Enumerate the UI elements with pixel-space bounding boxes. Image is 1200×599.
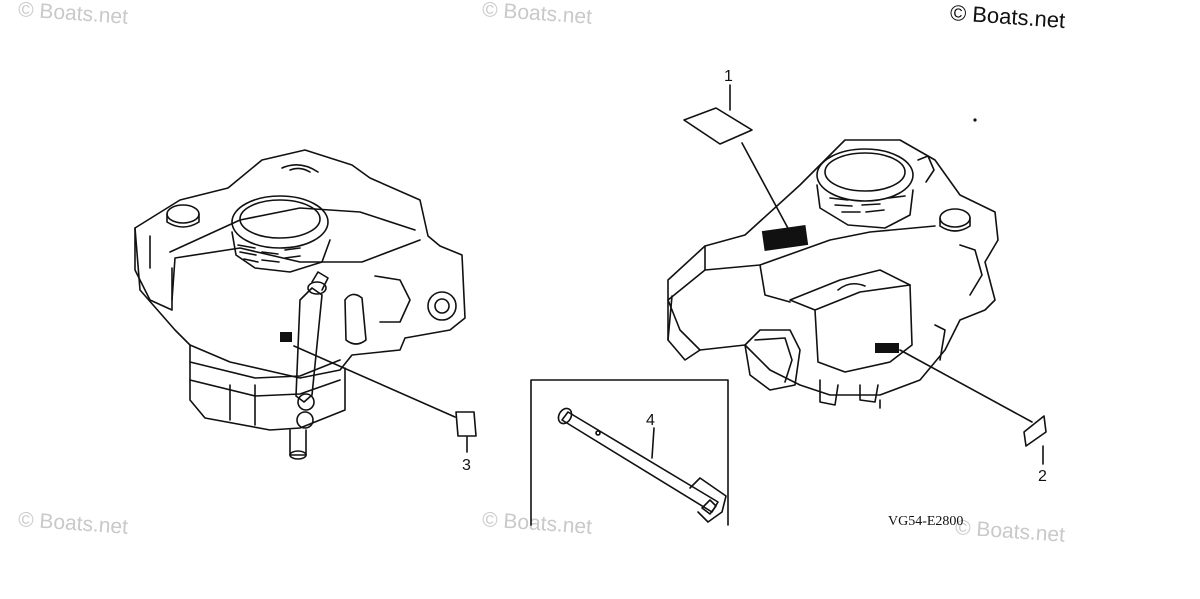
tool-frame (530, 379, 729, 526)
part-2-label-decal (1023, 415, 1047, 465)
part-4-spark-plug-wrench (557, 407, 727, 523)
callout-3: 3 (462, 457, 471, 474)
engine-left (134, 149, 466, 460)
part-1-label-decal (683, 84, 753, 145)
callout-4: 4 (646, 412, 655, 429)
callout-1: 1 (724, 68, 733, 85)
callout-2: 2 (1038, 468, 1047, 485)
part-3-label-decal (455, 411, 477, 453)
diagram-code: VG54-E2800 (888, 514, 963, 529)
engine-right (667, 139, 1033, 423)
